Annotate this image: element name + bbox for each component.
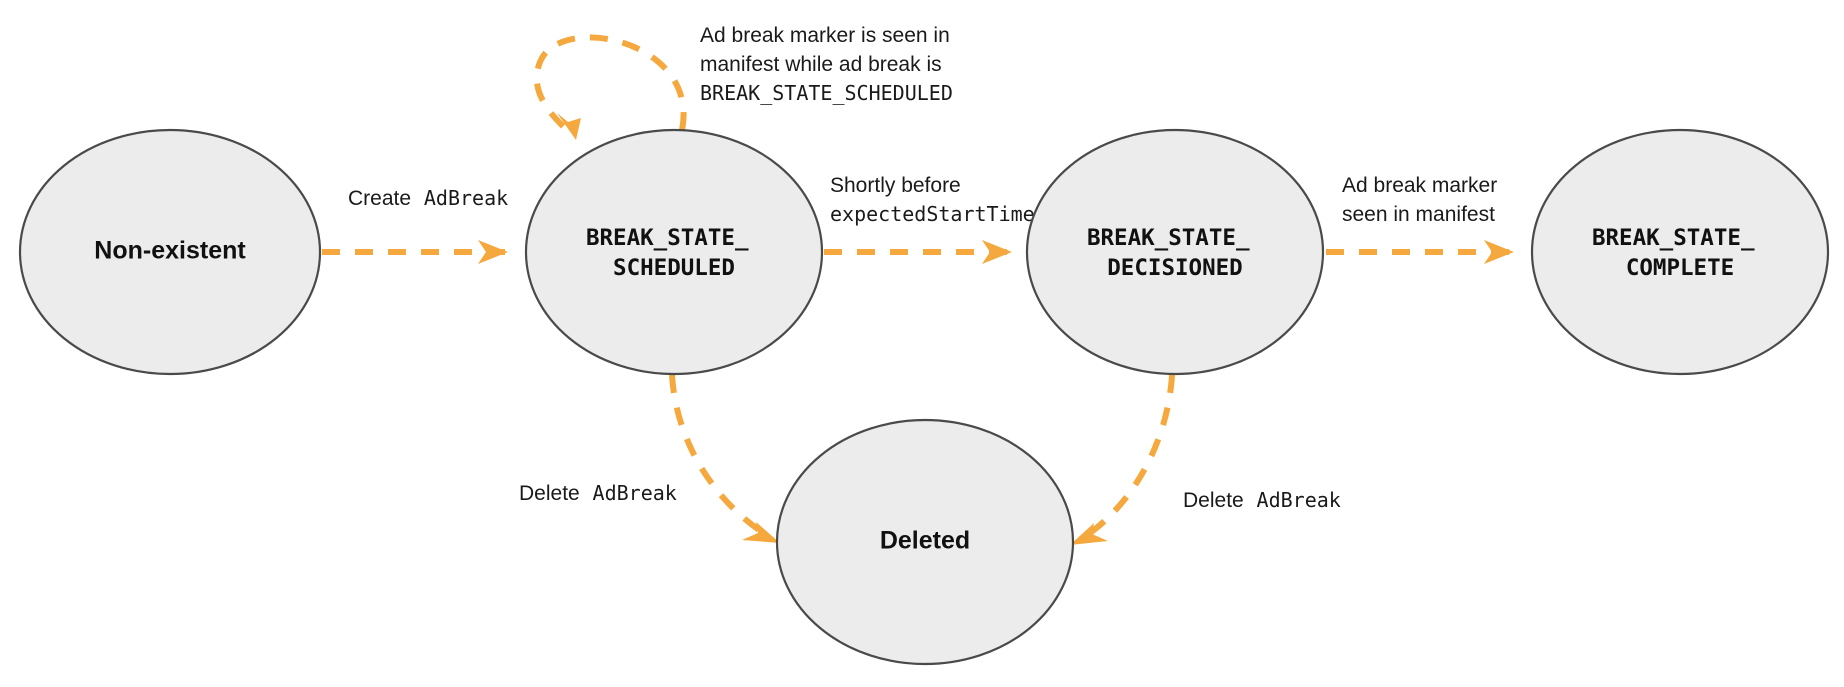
- edge-scheduled-self-loop-line1: Ad break marker is seen in: [700, 24, 950, 47]
- edge-scheduled-to-deleted-arrowhead: [742, 522, 780, 543]
- edge-create-adbreak-label: Create AdBreak: [348, 186, 508, 210]
- node-break-state-scheduled-label: BREAK_STATE_ SCHEDULED: [586, 225, 762, 281]
- edge-decisioned-to-deleted-label-mono: AdBreak: [1257, 488, 1341, 512]
- node-non-existent-label: Non-existent: [94, 237, 246, 265]
- edge-scheduled-self-loop-line2: manifest while ad break is: [700, 53, 942, 76]
- edge-scheduled-self-loop-line3: BREAK_STATE_SCHEDULED: [700, 81, 953, 105]
- node-deleted-label: Deleted: [880, 527, 970, 555]
- edge-scheduled-to-decisioned-line1: Shortly before: [830, 174, 961, 197]
- edge-scheduled-to-deleted-label-mono: AdBreak: [593, 481, 677, 505]
- node-break-state-decisioned-label: BREAK_STATE_ DECISIONED: [1087, 225, 1263, 281]
- edge-scheduled-self-loop[interactable]: Ad break marker is seen in manifest whil…: [533, 24, 956, 140]
- edge-create-adbreak-label-sans: Create: [348, 187, 411, 210]
- edge-decisioned-to-deleted-path: [1088, 374, 1175, 536]
- node-non-existent-shape: [18, 128, 322, 376]
- edge-decisioned-to-deleted-label: Delete AdBreak: [1183, 488, 1341, 512]
- edge-scheduled-self-loop-path: [533, 34, 687, 136]
- edge-decisioned-to-complete-line2: seen in manifest: [1342, 203, 1495, 226]
- edge-decisioned-to-complete[interactable]: Ad break marker seen in manifest: [1326, 174, 1514, 264]
- edge-scheduled-to-deleted-label-sans: Delete: [519, 482, 580, 505]
- edge-scheduled-self-loop-arrowhead: [557, 113, 581, 140]
- edge-decisioned-to-deleted[interactable]: Delete AdBreak: [1070, 374, 1341, 545]
- edge-scheduled-to-deleted-path: [669, 374, 764, 535]
- edge-create-adbreak-label-mono: AdBreak: [424, 186, 508, 210]
- node-break-state-scheduled-line1: BREAK_STATE_: [586, 225, 749, 251]
- edge-scheduled-self-loop-label: Ad break marker is seen in manifest whil…: [700, 24, 956, 105]
- edge-decisioned-to-deleted-arrowhead: [1070, 523, 1108, 545]
- node-break-state-complete-line1: BREAK_STATE_: [1592, 225, 1755, 251]
- edge-scheduled-to-deleted[interactable]: Delete AdBreak: [519, 374, 780, 543]
- node-break-state-complete-line2: COMPLETE: [1626, 255, 1734, 281]
- node-break-state-complete-shape: [1530, 128, 1830, 376]
- edge-create-adbreak[interactable]: Create AdBreak: [322, 186, 508, 264]
- edge-scheduled-to-decisioned-line2: expectedStartTime: [830, 202, 1035, 226]
- node-deleted[interactable]: Deleted: [775, 418, 1075, 666]
- node-non-existent[interactable]: Non-existent: [18, 128, 322, 376]
- edge-decisioned-to-complete-label: Ad break marker seen in manifest: [1342, 174, 1503, 226]
- node-break-state-decisioned-line1: BREAK_STATE_: [1087, 225, 1250, 251]
- node-deleted-shape: [775, 418, 1075, 666]
- node-break-state-decisioned-line2: DECISIONED: [1107, 255, 1242, 281]
- edge-scheduled-to-decisioned-arrowhead: [982, 240, 1012, 264]
- node-break-state-scheduled[interactable]: BREAK_STATE_ SCHEDULED: [524, 128, 824, 376]
- edge-scheduled-to-decisioned-label: Shortly before expectedStartTime: [830, 174, 1035, 226]
- node-break-state-scheduled-line2: SCHEDULED: [613, 255, 735, 281]
- edge-decisioned-to-complete-arrowhead: [1484, 240, 1514, 264]
- node-break-state-complete-label: BREAK_STATE_ COMPLETE: [1592, 225, 1768, 281]
- edge-decisioned-to-complete-line1: Ad break marker: [1342, 174, 1497, 197]
- edge-scheduled-to-deleted-label: Delete AdBreak: [519, 481, 677, 505]
- node-break-state-decisioned[interactable]: BREAK_STATE_ DECISIONED: [1025, 128, 1325, 376]
- edge-decisioned-to-deleted-label-sans: Delete: [1183, 489, 1244, 512]
- node-break-state-complete[interactable]: BREAK_STATE_ COMPLETE: [1530, 128, 1830, 376]
- edge-create-adbreak-arrowhead: [478, 240, 508, 264]
- edge-scheduled-to-decisioned[interactable]: Shortly before expectedStartTime: [824, 174, 1035, 264]
- node-break-state-scheduled-shape: [524, 128, 824, 376]
- node-break-state-decisioned-shape: [1025, 128, 1325, 376]
